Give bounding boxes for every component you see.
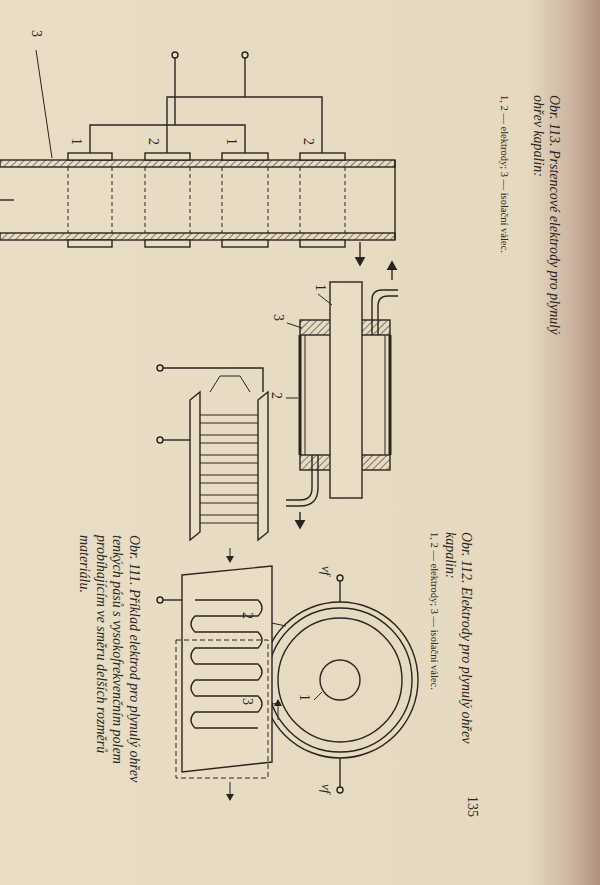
caption-legend: 1, 2 — elektrody; 3 — isolační válec. — [428, 532, 440, 792]
callout-number: 2 — [145, 138, 161, 145]
figure-caption: Obr. 112. Elektrody pro plynulý ohřev ka… — [442, 532, 474, 787]
signal-name: vf — [319, 784, 334, 793]
callout-number: 1 — [296, 694, 312, 701]
callout-number: 3 — [270, 314, 286, 321]
callout-number: 1 — [223, 138, 239, 145]
signal-name: vf — [319, 566, 334, 575]
callout-number: 2 — [239, 612, 255, 619]
callout-number: 2 — [268, 392, 284, 399]
callout-number: 3 — [28, 30, 44, 37]
page-number: 135 — [464, 796, 480, 817]
callout-number: 3 — [239, 698, 255, 705]
figure-caption: Obr. 111. Příklad elektrod pro plynulý o… — [76, 535, 142, 797]
callout-number: 2 — [300, 138, 316, 145]
callout-number: 1 — [68, 138, 84, 145]
callout-number: 1 — [312, 284, 328, 291]
figure-caption: Obr. 113. Prstencové elektrody pro plynu… — [530, 95, 562, 335]
caption-legend: 1, 2 — elektrody; 3 — isolační válec. — [498, 95, 510, 335]
